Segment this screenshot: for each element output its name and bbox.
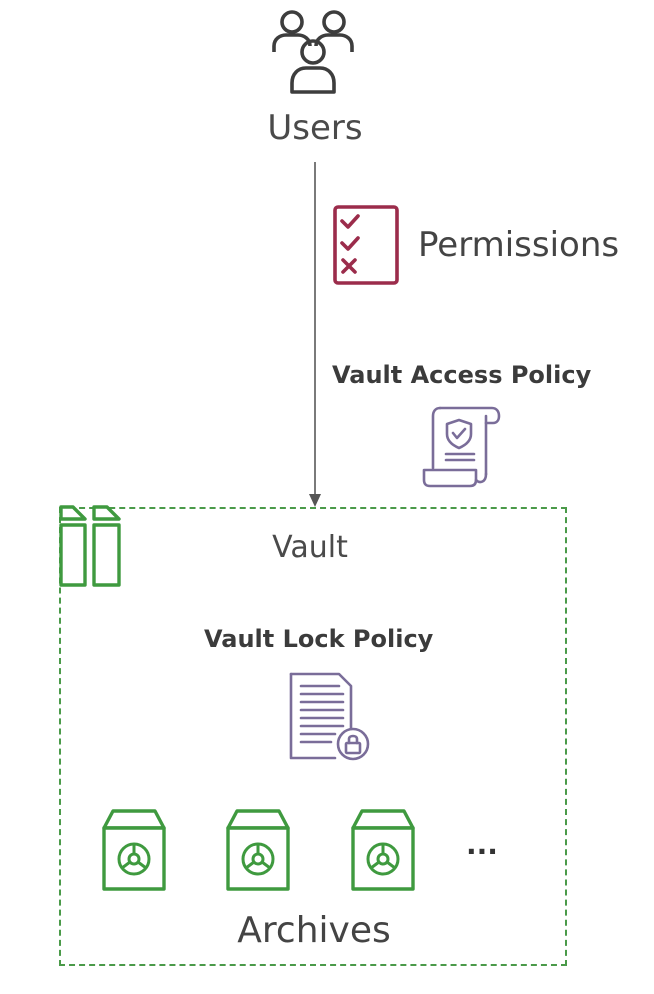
checklist-icon [333,205,399,285]
archives-more-ellipsis: ... [466,828,498,861]
archive-icon [226,809,290,891]
vault-icon [59,505,121,587]
archives-label: Archives [237,910,391,951]
access-arrow [309,162,321,507]
archive-icon [102,809,166,891]
vault-container [59,507,567,966]
archive-icon [351,809,415,891]
policy-scroll-icon [422,406,501,488]
users-group-icon [272,10,354,94]
users-label: Users [267,108,363,148]
locked-document-icon [289,672,370,761]
vault-access-policy-label: Vault Access Policy [332,361,592,389]
permissions-label: Permissions [418,225,620,265]
vault-label: Vault [272,530,348,565]
vault-lock-policy-label: Vault Lock Policy [204,625,434,653]
